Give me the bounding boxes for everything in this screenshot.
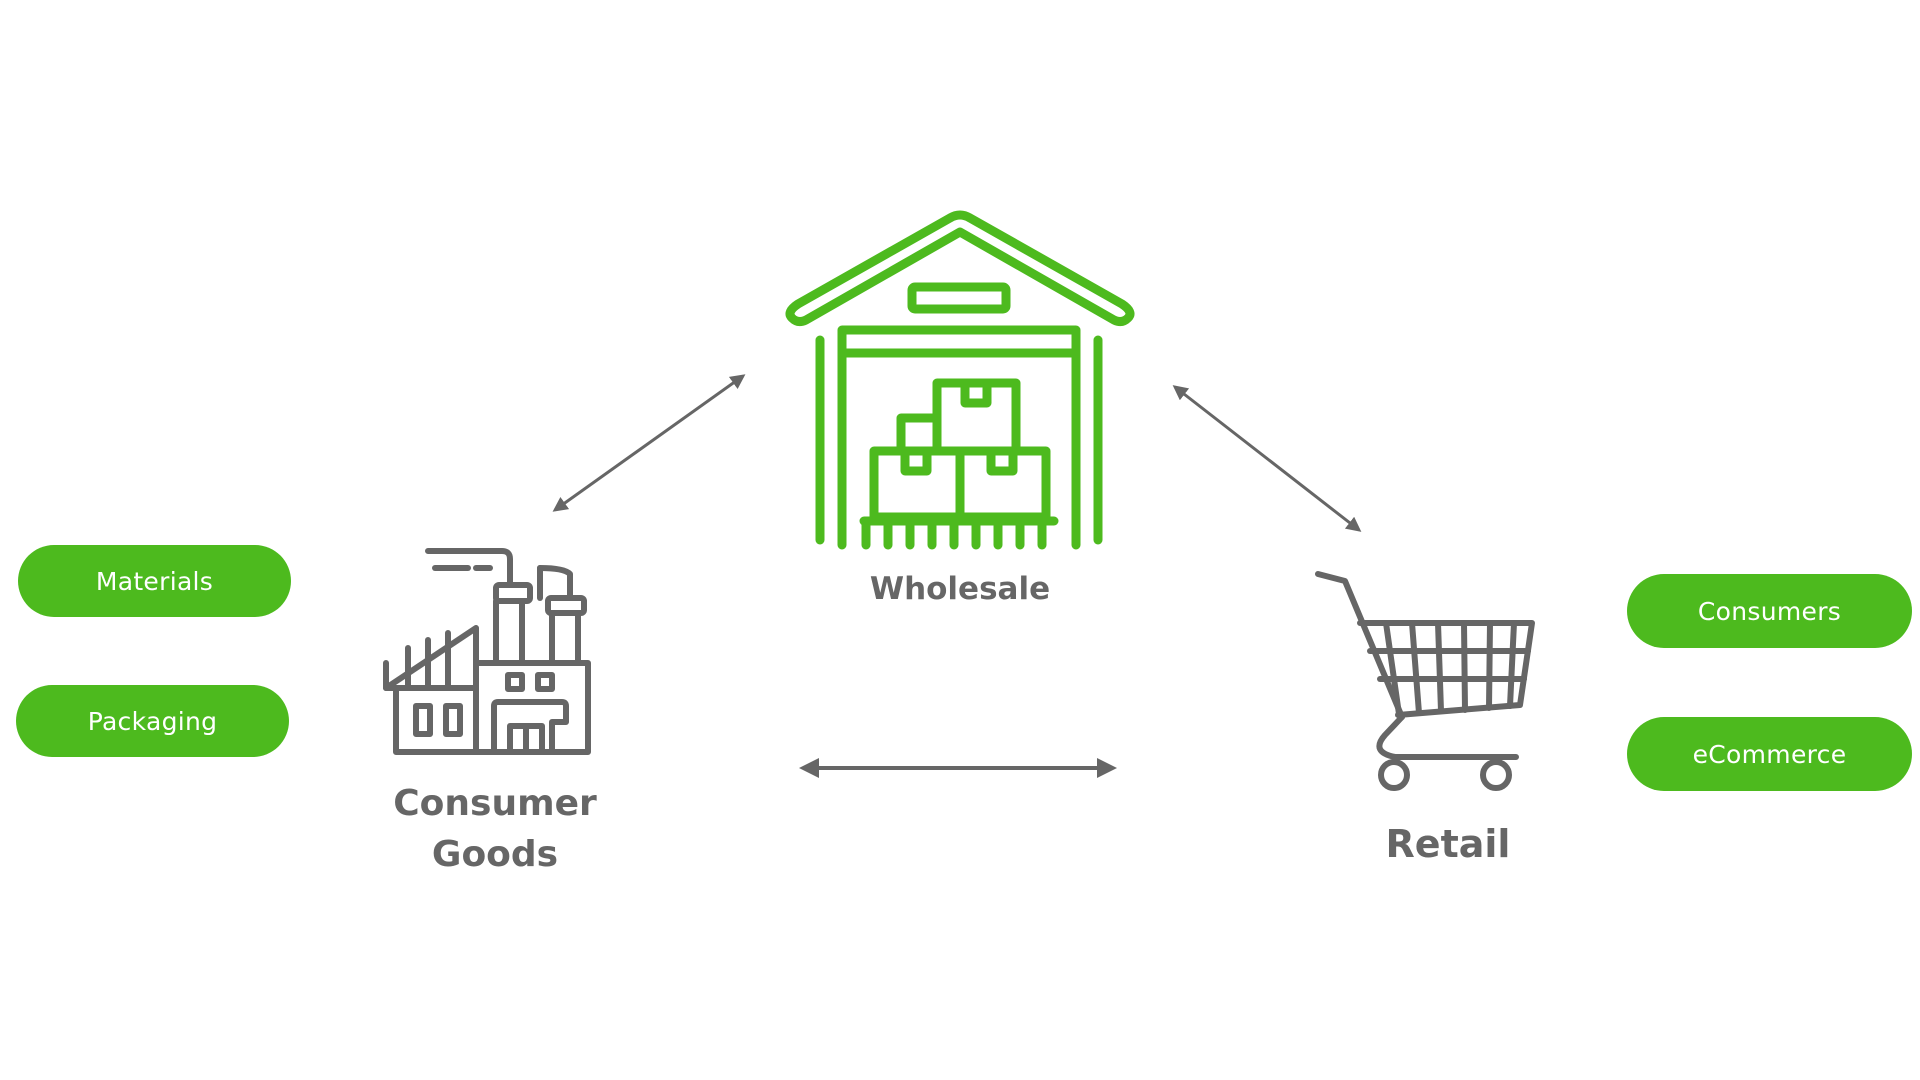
materials-pill: Materials [18, 545, 291, 617]
consumer-goods-label-line2: Goods [431, 834, 559, 875]
factory-icon [383, 548, 591, 755]
arrow-wholesale-retail [1172, 385, 1362, 532]
ecommerce-label: eCommerce [1692, 739, 1847, 769]
shopping-cart-icon [1315, 571, 1535, 791]
ecommerce-pill: eCommerce [1627, 717, 1912, 791]
packaging-label: Packaging [87, 706, 218, 736]
packaging-pill: Packaging [16, 685, 289, 757]
consumers-label: Consumers [1697, 596, 1842, 626]
consumer-goods-label-line1: Consumer [393, 783, 597, 824]
consumers-pill: Consumers [1627, 574, 1912, 648]
retail-label: Retail [1385, 822, 1511, 866]
materials-label: Materials [95, 566, 214, 596]
warehouse-icon [785, 210, 1135, 550]
wholesale-label: Wholesale [869, 571, 1051, 607]
consumer-goods-label: Consumer Goods [375, 778, 615, 880]
arrow-consumer-goods-wholesale [552, 374, 746, 512]
